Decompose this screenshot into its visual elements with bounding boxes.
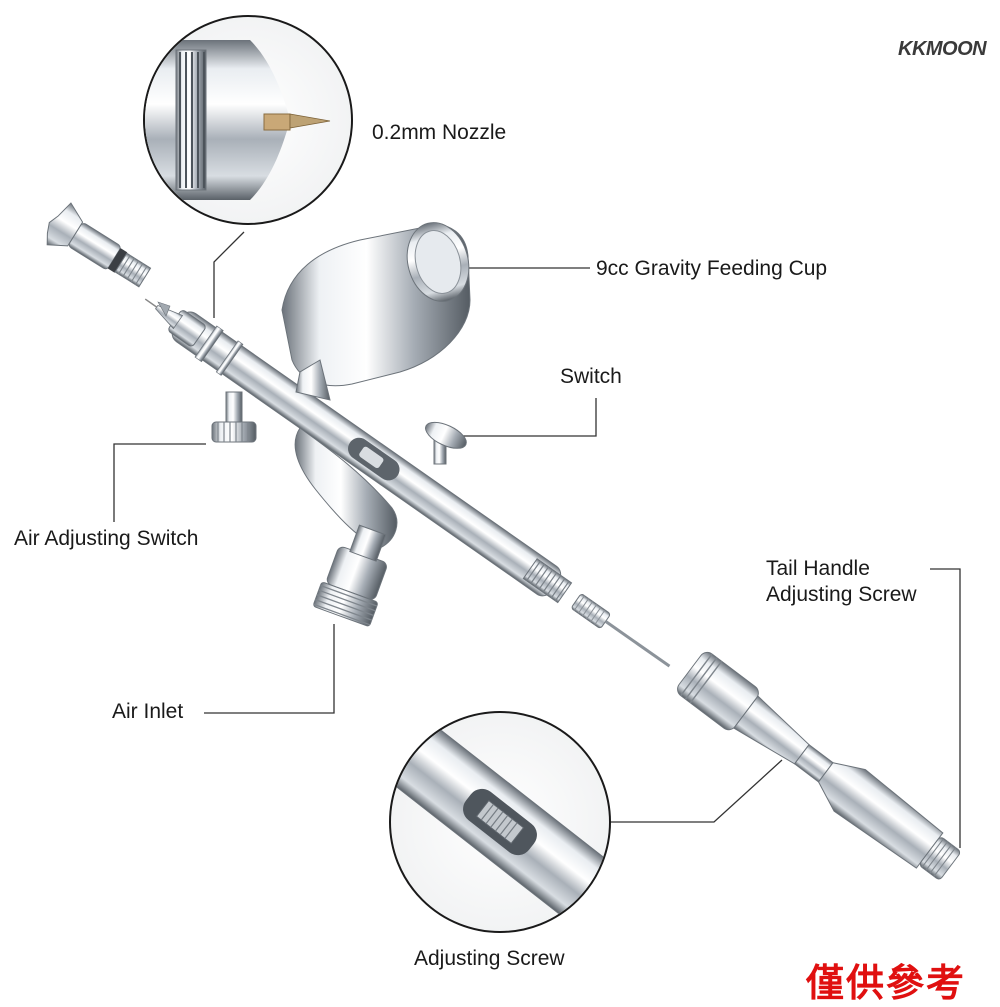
airbrush-body (144, 222, 671, 668)
label-air-adjusting-switch: Air Adjusting Switch (14, 527, 199, 550)
nozzle-zoom-lens (143, 15, 353, 225)
label-switch: Switch (560, 365, 622, 388)
label-tail-handle-line1: Tail Handle (766, 557, 870, 580)
air-adjust-knob (211, 391, 257, 443)
watermark: 僅供參考 (806, 961, 967, 1005)
leader-air-inlet (204, 624, 335, 714)
trigger-switch (425, 421, 467, 465)
label-feeding-cup: 9cc Gravity Feeding Cup (596, 257, 828, 280)
tail-handle (677, 651, 961, 880)
brand-logo: KKMOON (898, 38, 987, 60)
label-tail-handle-line2: Adjusting Screw (766, 583, 917, 606)
label-air-inlet: Air Inlet (112, 700, 184, 723)
nozzle-cap (46, 202, 152, 288)
leader-tail-handle (930, 568, 961, 848)
label-nozzle: 0.2mm Nozzle (372, 121, 507, 144)
leader-switch (440, 398, 597, 437)
leader-nozzle (213, 231, 245, 318)
label-adjusting-screw: Adjusting Screw (414, 947, 565, 970)
loose-needle-tip (157, 301, 171, 317)
leader-air-adjusting (113, 443, 206, 522)
leader-lines (113, 231, 961, 848)
air-inlet-fitting (313, 524, 387, 627)
leader-adjusting-screw (610, 759, 783, 823)
feed-cup (281, 222, 471, 401)
